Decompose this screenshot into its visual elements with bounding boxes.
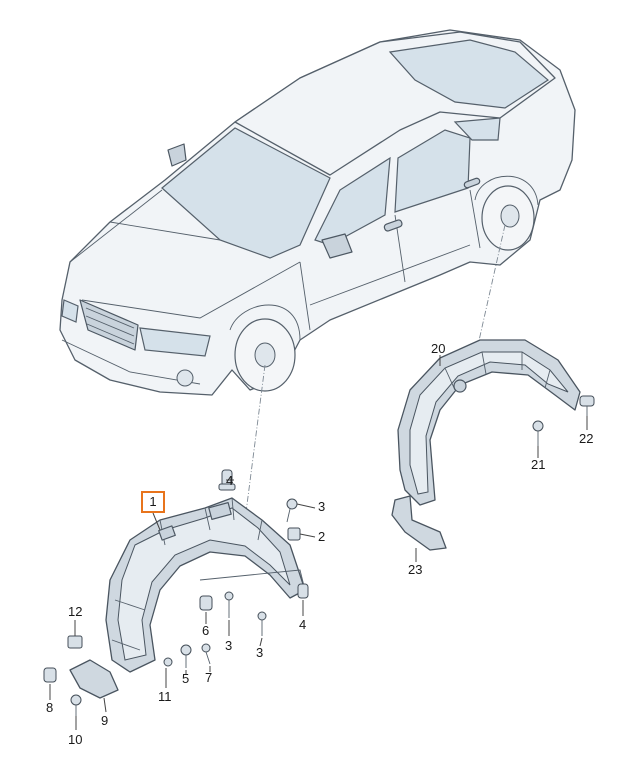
callout-21: 21 xyxy=(531,457,546,472)
guide-line-front xyxy=(244,364,266,521)
callout-4-right: 4 xyxy=(299,617,307,632)
leader-lines xyxy=(49,355,588,730)
callout-23: 23 xyxy=(408,562,423,577)
screw-3-low xyxy=(257,611,267,621)
callout-3-top: 3 xyxy=(318,499,326,514)
callout-12: 12 xyxy=(68,604,83,619)
callout-8: 8 xyxy=(46,700,54,715)
bracket-23 xyxy=(391,495,447,551)
front-fasteners xyxy=(43,469,309,716)
callout-22: 22 xyxy=(579,431,594,446)
clip-4-right xyxy=(297,583,309,599)
headlight xyxy=(139,327,211,357)
screw-7 xyxy=(201,643,211,653)
screw-3-mid xyxy=(224,591,234,601)
grille xyxy=(79,299,139,351)
screw-5 xyxy=(180,644,192,656)
rear-fasteners xyxy=(391,395,595,551)
callout-5: 5 xyxy=(182,671,190,686)
callout-4-top: 4 xyxy=(226,473,234,488)
callout-3-mid: 3 xyxy=(225,638,233,653)
car-illustration xyxy=(59,29,576,396)
callout-20: 20 xyxy=(431,341,446,356)
rear-wheel-housing-liner xyxy=(397,339,581,506)
callout-10: 10 xyxy=(68,732,83,747)
callout-11: 11 xyxy=(158,689,172,704)
callout-7: 7 xyxy=(205,670,213,685)
bracket-9 xyxy=(69,659,119,699)
callout-3-low: 3 xyxy=(256,645,264,660)
screw-11 xyxy=(163,657,173,667)
clip-8 xyxy=(43,667,57,683)
clip-12 xyxy=(67,635,83,649)
guide-line-rear xyxy=(477,224,506,346)
callout-6: 6 xyxy=(202,623,210,638)
callout-1: 1 xyxy=(141,491,165,513)
nut-2 xyxy=(287,527,301,541)
clip-6 xyxy=(199,595,213,611)
front-wheel-housing-liner xyxy=(105,497,306,673)
fog-light xyxy=(176,369,194,387)
screw-3-top xyxy=(286,498,298,510)
screw-10 xyxy=(70,694,82,706)
callout-2: 2 xyxy=(318,529,326,544)
clip-22 xyxy=(579,395,595,407)
callout-9: 9 xyxy=(101,713,109,728)
screw-21 xyxy=(532,420,544,432)
